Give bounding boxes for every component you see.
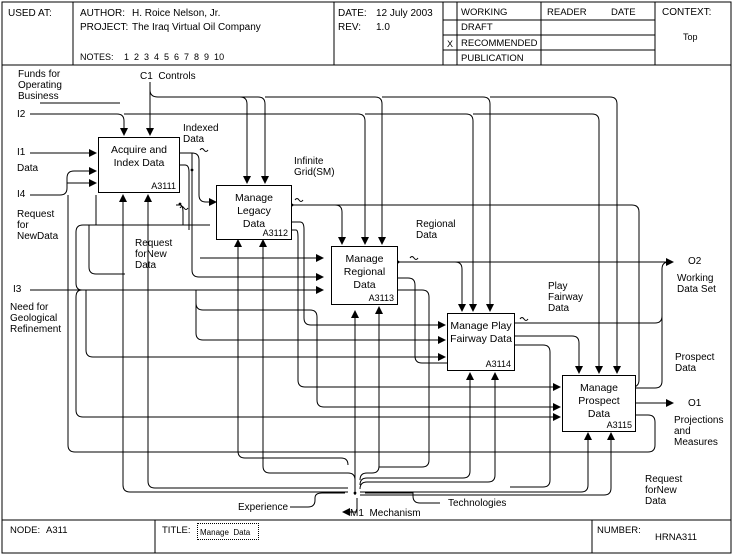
label-technologies: Technologies <box>448 498 507 509</box>
label-data: Data <box>17 163 39 174</box>
status-recommended: RECOMMENDED <box>461 38 538 49</box>
label-o2: O2 <box>688 256 702 267</box>
activity-title: Acquire and Index Data <box>110 144 168 169</box>
reader-date-label: DATE <box>611 7 636 18</box>
activity-title: Manage Legacy Data <box>235 192 273 230</box>
number-value: HRNA311 <box>655 532 698 543</box>
label-funds: Funds for Operating Business <box>18 69 62 102</box>
label-play-fairway-data: Play Fairway Data <box>548 281 584 314</box>
title-selection-outline <box>197 523 259 540</box>
activity-id: A3111 <box>151 181 176 191</box>
activity-box-a3111[interactable]: Acquire and Index Data A3111 <box>98 137 180 193</box>
label-i4: I4 <box>17 189 26 200</box>
activity-box-a3115[interactable]: Manage Prospect Data A3115 <box>562 375 636 432</box>
reader-label: READER <box>547 7 587 18</box>
label-projections: Projections and Measures <box>674 415 724 448</box>
node-label: NODE: <box>10 525 41 536</box>
status-mark: X <box>447 39 454 49</box>
label-experience: Experience <box>238 502 289 513</box>
author-value: H. Roice Nelson, Jr. <box>132 8 221 19</box>
node-value: A311 <box>46 525 68 536</box>
used-at-label: USED AT: <box>8 8 52 19</box>
label-working-data-set: Working Data Set <box>677 273 716 295</box>
project-value: The Iraq Virtual Oil Company <box>132 22 261 33</box>
label-o1: O1 <box>688 398 702 409</box>
label-infinite-grid: Infinite Grid(SM) <box>294 156 335 178</box>
label-request-new-data-mid: Request forNew Data <box>135 238 173 271</box>
label-m1-mechanism: M1 Mechanism <box>350 508 421 519</box>
label-regional-data: Regional Data <box>416 219 456 241</box>
context-value: Top <box>683 32 698 42</box>
status-publication: PUBLICATION <box>461 53 524 64</box>
label-request-new-data-left: Request for NewData <box>17 209 59 242</box>
label-request-new-data-right: Request forNew Data <box>645 474 683 507</box>
label-i1: I1 <box>17 147 26 158</box>
activity-box-a3112[interactable]: Manage Legacy Data A3112 <box>216 185 292 240</box>
activity-title: Manage Play Fairway Data <box>450 320 512 345</box>
activity-id: A3113 <box>368 293 394 303</box>
status-draft: DRAFT <box>461 22 493 33</box>
rev-label: REV: <box>338 22 361 33</box>
label-prospect-data: Prospect Data <box>675 352 715 374</box>
label-need-for-refinement: Need for Geological Refinement <box>10 302 62 335</box>
activity-box-a3113[interactable]: Manage Regional Data A3113 <box>331 246 398 305</box>
label-c1-controls: C1 Controls <box>140 71 196 82</box>
activity-id: A3112 <box>262 228 288 238</box>
notes-values: 1 2 3 4 5 6 7 8 9 10 <box>124 52 225 62</box>
activity-id: A3114 <box>485 359 511 369</box>
label-indexed-data: Indexed Data <box>183 123 219 145</box>
title-value: Manage Data <box>200 528 251 537</box>
activity-title: Manage Regional Data <box>343 253 386 291</box>
author-label: AUTHOR: <box>80 8 125 19</box>
context-label: CONTEXT: <box>662 7 712 18</box>
title-label: TITLE: <box>162 525 191 536</box>
rev-value: 1.0 <box>376 22 390 33</box>
number-label: NUMBER: <box>597 525 641 536</box>
label-i2: I2 <box>17 109 26 120</box>
date-value: 12 July 2003 <box>376 8 433 19</box>
project-label: PROJECT: <box>80 22 129 33</box>
activity-id: A3115 <box>606 420 632 430</box>
date-label: DATE: <box>338 8 367 19</box>
activity-title: Manage Prospect Data <box>578 382 620 420</box>
notes-label: NOTES: <box>80 52 114 62</box>
status-working: WORKING <box>461 7 508 18</box>
label-i3: I3 <box>13 284 22 295</box>
activity-box-a3114[interactable]: Manage Play Fairway Data A3114 <box>447 313 515 371</box>
